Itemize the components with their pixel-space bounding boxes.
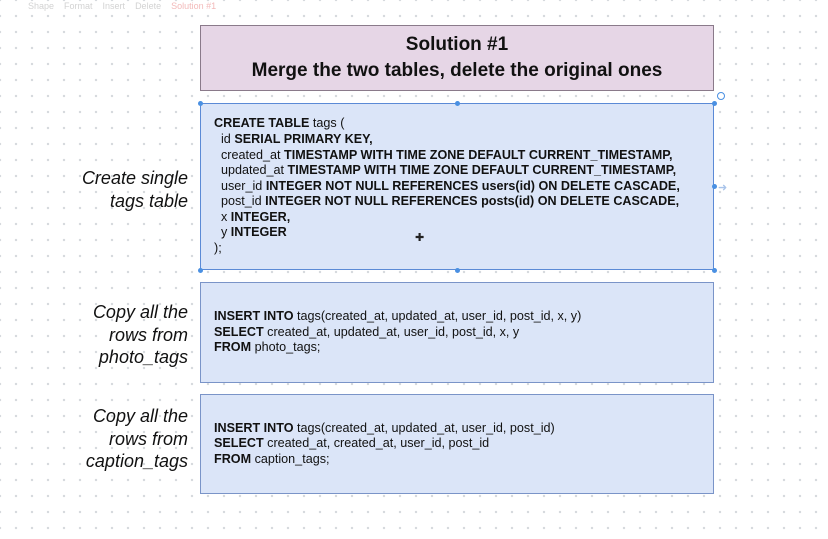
label-line: tags table: [109, 190, 188, 211]
sql-text: tags (: [309, 116, 345, 131]
resize-handle-bottom-left[interactable]: [198, 268, 203, 273]
toolbar-item-delete[interactable]: Delete: [135, 1, 162, 11]
code-line: user_id INTEGER NOT NULL REFERENCES user…: [214, 179, 713, 195]
label-line: rows from: [108, 428, 188, 449]
toolbar-item-insert[interactable]: Insert: [102, 1, 126, 11]
code-line: CREATE TABLE tags (: [214, 116, 713, 132]
toolbar-item-shape[interactable]: Shape: [28, 1, 55, 11]
sql-keyword: INTEGER: [230, 225, 287, 240]
code-line: FROM caption_tags;: [214, 452, 713, 468]
sql-text: created_at: [214, 147, 285, 162]
sql-text: caption_tags;: [251, 451, 330, 466]
rotate-handle-icon[interactable]: [717, 92, 725, 100]
title-line-1: Solution #1: [405, 34, 509, 55]
sql-text: y: [214, 225, 231, 240]
sql-text: tags(created_at, updated_at, user_id, po…: [293, 309, 582, 324]
code-box-copy-caption-tags[interactable]: INSERT INTO tags(created_at, updated_at,…: [200, 394, 714, 494]
code-line: SELECT created_at, created_at, user_id, …: [214, 436, 713, 452]
sql-keyword: FROM: [214, 451, 252, 466]
code-line: created_at TIMESTAMP WITH TIME ZONE DEFA…: [214, 148, 713, 164]
sql-keyword: SELECT: [214, 436, 264, 451]
sql-text: );: [214, 241, 222, 256]
resize-handle-bottom-right[interactable]: [712, 268, 717, 273]
label-line: Copy all the: [92, 406, 188, 426]
label-line: photo_tags: [98, 347, 188, 367]
label-line: Copy all the: [92, 302, 188, 322]
sql-text: tags(created_at, updated_at, user_id, po…: [293, 420, 555, 435]
code-line: x INTEGER,: [214, 210, 713, 226]
sql-text: created_at, created_at, user_id, post_id: [263, 436, 490, 451]
code-line: id SERIAL PRIMARY KEY,: [214, 132, 713, 148]
sql-keyword: INTEGER,: [230, 209, 291, 224]
sql-keyword: INTEGER NOT NULL REFERENCES posts(id) ON…: [265, 194, 680, 209]
code-line: INSERT INTO tags(created_at, updated_at,…: [214, 309, 713, 325]
label-line: caption_tags: [85, 451, 188, 471]
sql-keyword: INSERT INTO: [214, 309, 294, 324]
sql-keyword: INSERT INTO: [214, 420, 294, 435]
toolbar: Shape Format Insert Delete Solution #1: [0, 0, 828, 12]
step-label-copy-photo-tags: Copy all the rows from photo_tags: [40, 301, 188, 369]
sql-text: updated_at: [214, 163, 288, 178]
sql-keyword: TIMESTAMP WITH TIME ZONE DEFAULT CURRENT…: [284, 147, 673, 162]
step-label-copy-caption-tags: Copy all the rows from caption_tags: [40, 405, 188, 473]
move-cursor-icon: ✚: [415, 232, 425, 244]
sql-keyword: SELECT: [214, 324, 264, 339]
label-line: rows from: [108, 324, 188, 345]
resize-handle-top[interactable]: [455, 101, 460, 106]
title-box[interactable]: Solution #1 Merge the two tables, delete…: [200, 25, 714, 91]
sql-keyword: CREATE TABLE: [214, 116, 310, 131]
sql-keyword: SERIAL PRIMARY KEY,: [234, 131, 373, 146]
sql-keyword: INTEGER NOT NULL REFERENCES users(id) ON…: [265, 178, 680, 193]
code-line: FROM photo_tags;: [214, 340, 713, 356]
toolbar-item-accent[interactable]: Solution #1: [171, 1, 217, 11]
title-line-2: Merge the two tables, delete the origina…: [251, 60, 663, 81]
sql-text: x: [214, 209, 231, 224]
resize-handle-top-right[interactable]: [712, 101, 717, 106]
code-line: );: [214, 241, 713, 257]
code-box-copy-photo-tags[interactable]: INSERT INTO tags(created_at, updated_at,…: [200, 282, 714, 383]
toolbar-item-format[interactable]: Format: [64, 1, 93, 11]
label-line: Create single: [81, 168, 188, 188]
code-line: INSERT INTO tags(created_at, updated_at,…: [214, 421, 713, 437]
code-line: SELECT created_at, updated_at, user_id, …: [214, 325, 713, 341]
sql-keyword: FROM: [214, 340, 252, 355]
code-line: post_id INTEGER NOT NULL REFERENCES post…: [214, 194, 713, 210]
code-line: updated_at TIMESTAMP WITH TIME ZONE DEFA…: [214, 163, 713, 179]
resize-handle-right[interactable]: [712, 184, 717, 189]
sql-text: id: [214, 131, 235, 146]
step-label-create-table: Create single tags table: [40, 167, 188, 212]
code-line: y INTEGER: [214, 225, 713, 241]
sql-keyword: TIMESTAMP WITH TIME ZONE DEFAULT CURRENT…: [287, 163, 677, 178]
code-box-create-table[interactable]: CREATE TABLE tags ( id SERIAL PRIMARY KE…: [200, 103, 714, 270]
sql-text: photo_tags;: [251, 340, 321, 355]
sql-text: created_at, updated_at, user_id, post_id…: [263, 324, 520, 339]
connector-arrow-icon[interactable]: ➜: [718, 182, 728, 194]
resize-handle-top-left[interactable]: [198, 101, 203, 106]
sql-text: post_id: [214, 194, 266, 209]
sql-text: user_id: [214, 178, 266, 193]
resize-handle-bottom[interactable]: [455, 268, 460, 273]
